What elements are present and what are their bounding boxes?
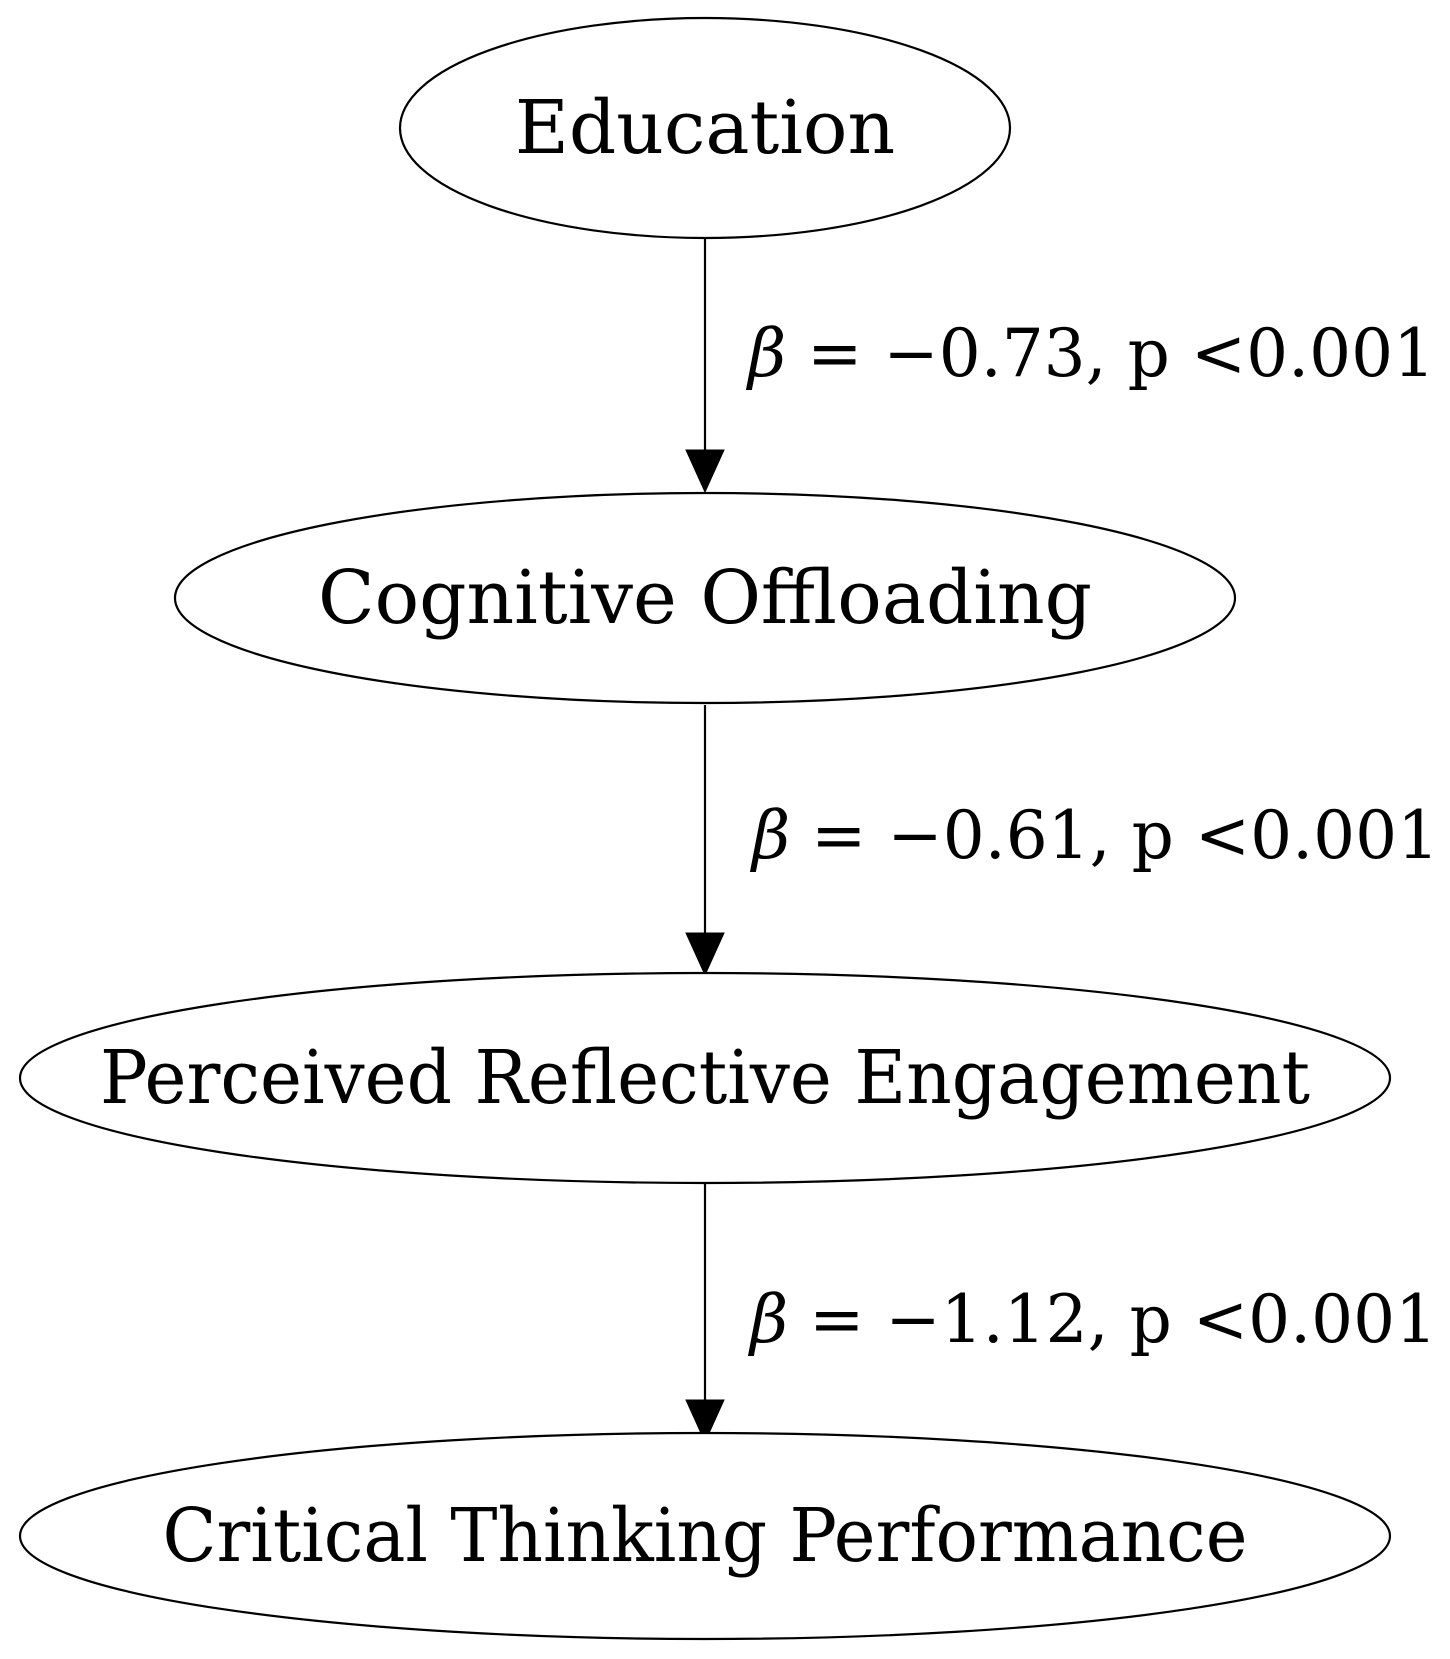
edge-perceived-reflective-engagement-to-critical-thinking-performance: β = −1.12, p <0.001 — [685, 1183, 1437, 1444]
node-ellipse — [398, 16, 1012, 240]
edge-label: β = −0.73, p <0.001 — [745, 315, 1435, 392]
node-ellipse — [18, 1431, 1392, 1641]
arrowhead-icon — [685, 1399, 725, 1444]
beta-symbol: β — [749, 797, 790, 874]
edge-education-to-cognitive-offloading: β = −0.73, p <0.001 — [685, 238, 1435, 494]
edge-stat: = −1.12, p <0.001 — [788, 1281, 1437, 1358]
node-ellipse — [173, 491, 1237, 705]
node-label: Education — [515, 85, 895, 171]
node-label: Cognitive Offloading — [318, 555, 1092, 641]
edge-cognitive-offloading-to-perceived-reflective-engagement: β = −0.61, p <0.001 — [685, 705, 1439, 977]
beta-symbol: β — [745, 315, 786, 392]
node-label: Perceived Reflective Engagement — [100, 1035, 1310, 1121]
node-cognitive-offloading: Cognitive Offloading — [173, 491, 1237, 705]
edge-stat: = −0.73, p <0.001 — [786, 315, 1435, 392]
edge-stat: = −0.61, p <0.001 — [790, 797, 1439, 874]
arrowhead-icon — [685, 449, 725, 494]
beta-symbol: β — [747, 1281, 788, 1358]
node-ellipse — [18, 971, 1392, 1185]
node-critical-thinking-performance: Critical Thinking Performance — [18, 1431, 1392, 1641]
edge-label: β = −1.12, p <0.001 — [747, 1281, 1437, 1358]
node-perceived-reflective-engagement: Perceived Reflective Engagement — [18, 971, 1392, 1185]
arrowhead-icon — [685, 932, 725, 977]
node-education: Education — [398, 16, 1012, 240]
edge-label: β = −0.61, p <0.001 — [749, 797, 1439, 874]
node-label: Critical Thinking Performance — [163, 1493, 1248, 1579]
